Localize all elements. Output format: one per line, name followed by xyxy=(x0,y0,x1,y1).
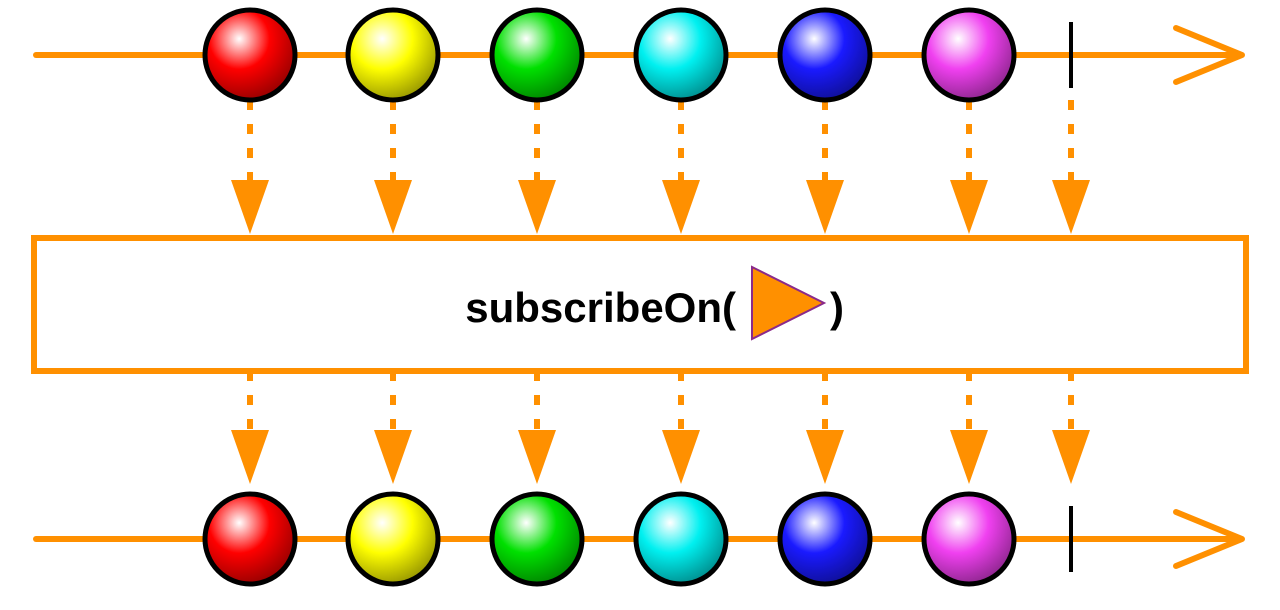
output-arrowhead xyxy=(231,430,269,484)
magenta-marble xyxy=(921,491,1017,587)
output-arrowhead xyxy=(374,430,412,484)
operator-box: subscribeOn( ) xyxy=(31,235,1249,374)
red-marble xyxy=(202,491,298,587)
input-arrowhead xyxy=(1052,180,1090,234)
yellow-marble xyxy=(345,7,441,103)
cyan-marble xyxy=(633,7,729,103)
output-arrowhead xyxy=(950,430,988,484)
input-arrowhead xyxy=(518,180,556,234)
output-arrowhead xyxy=(662,430,700,484)
blue-marble xyxy=(777,7,873,103)
input-arrowhead xyxy=(806,180,844,234)
emission-connectors xyxy=(231,100,1090,484)
blue-marble xyxy=(777,491,873,587)
input-arrowhead xyxy=(231,180,269,234)
yellow-marble xyxy=(345,491,441,587)
result-marbles xyxy=(202,491,1017,587)
operator-label-prefix: subscribeOn( xyxy=(465,284,736,331)
operator-label-suffix: ) xyxy=(830,284,844,331)
output-arrowhead xyxy=(806,430,844,484)
source-marbles xyxy=(202,7,1017,103)
input-arrowhead xyxy=(950,180,988,234)
green-marble xyxy=(489,491,585,587)
green-marble xyxy=(489,7,585,103)
magenta-marble xyxy=(921,7,1017,103)
red-marble xyxy=(202,7,298,103)
output-arrowhead xyxy=(518,430,556,484)
cyan-marble xyxy=(633,491,729,587)
scheduler-triangle-icon xyxy=(751,265,827,341)
source-timeline-arrowhead xyxy=(1173,25,1245,85)
output-arrowhead xyxy=(1052,430,1090,484)
input-arrowhead xyxy=(374,180,412,234)
input-arrowhead xyxy=(662,180,700,234)
result-timeline-arrowhead xyxy=(1173,509,1245,569)
operator-box-frame xyxy=(31,235,1249,374)
